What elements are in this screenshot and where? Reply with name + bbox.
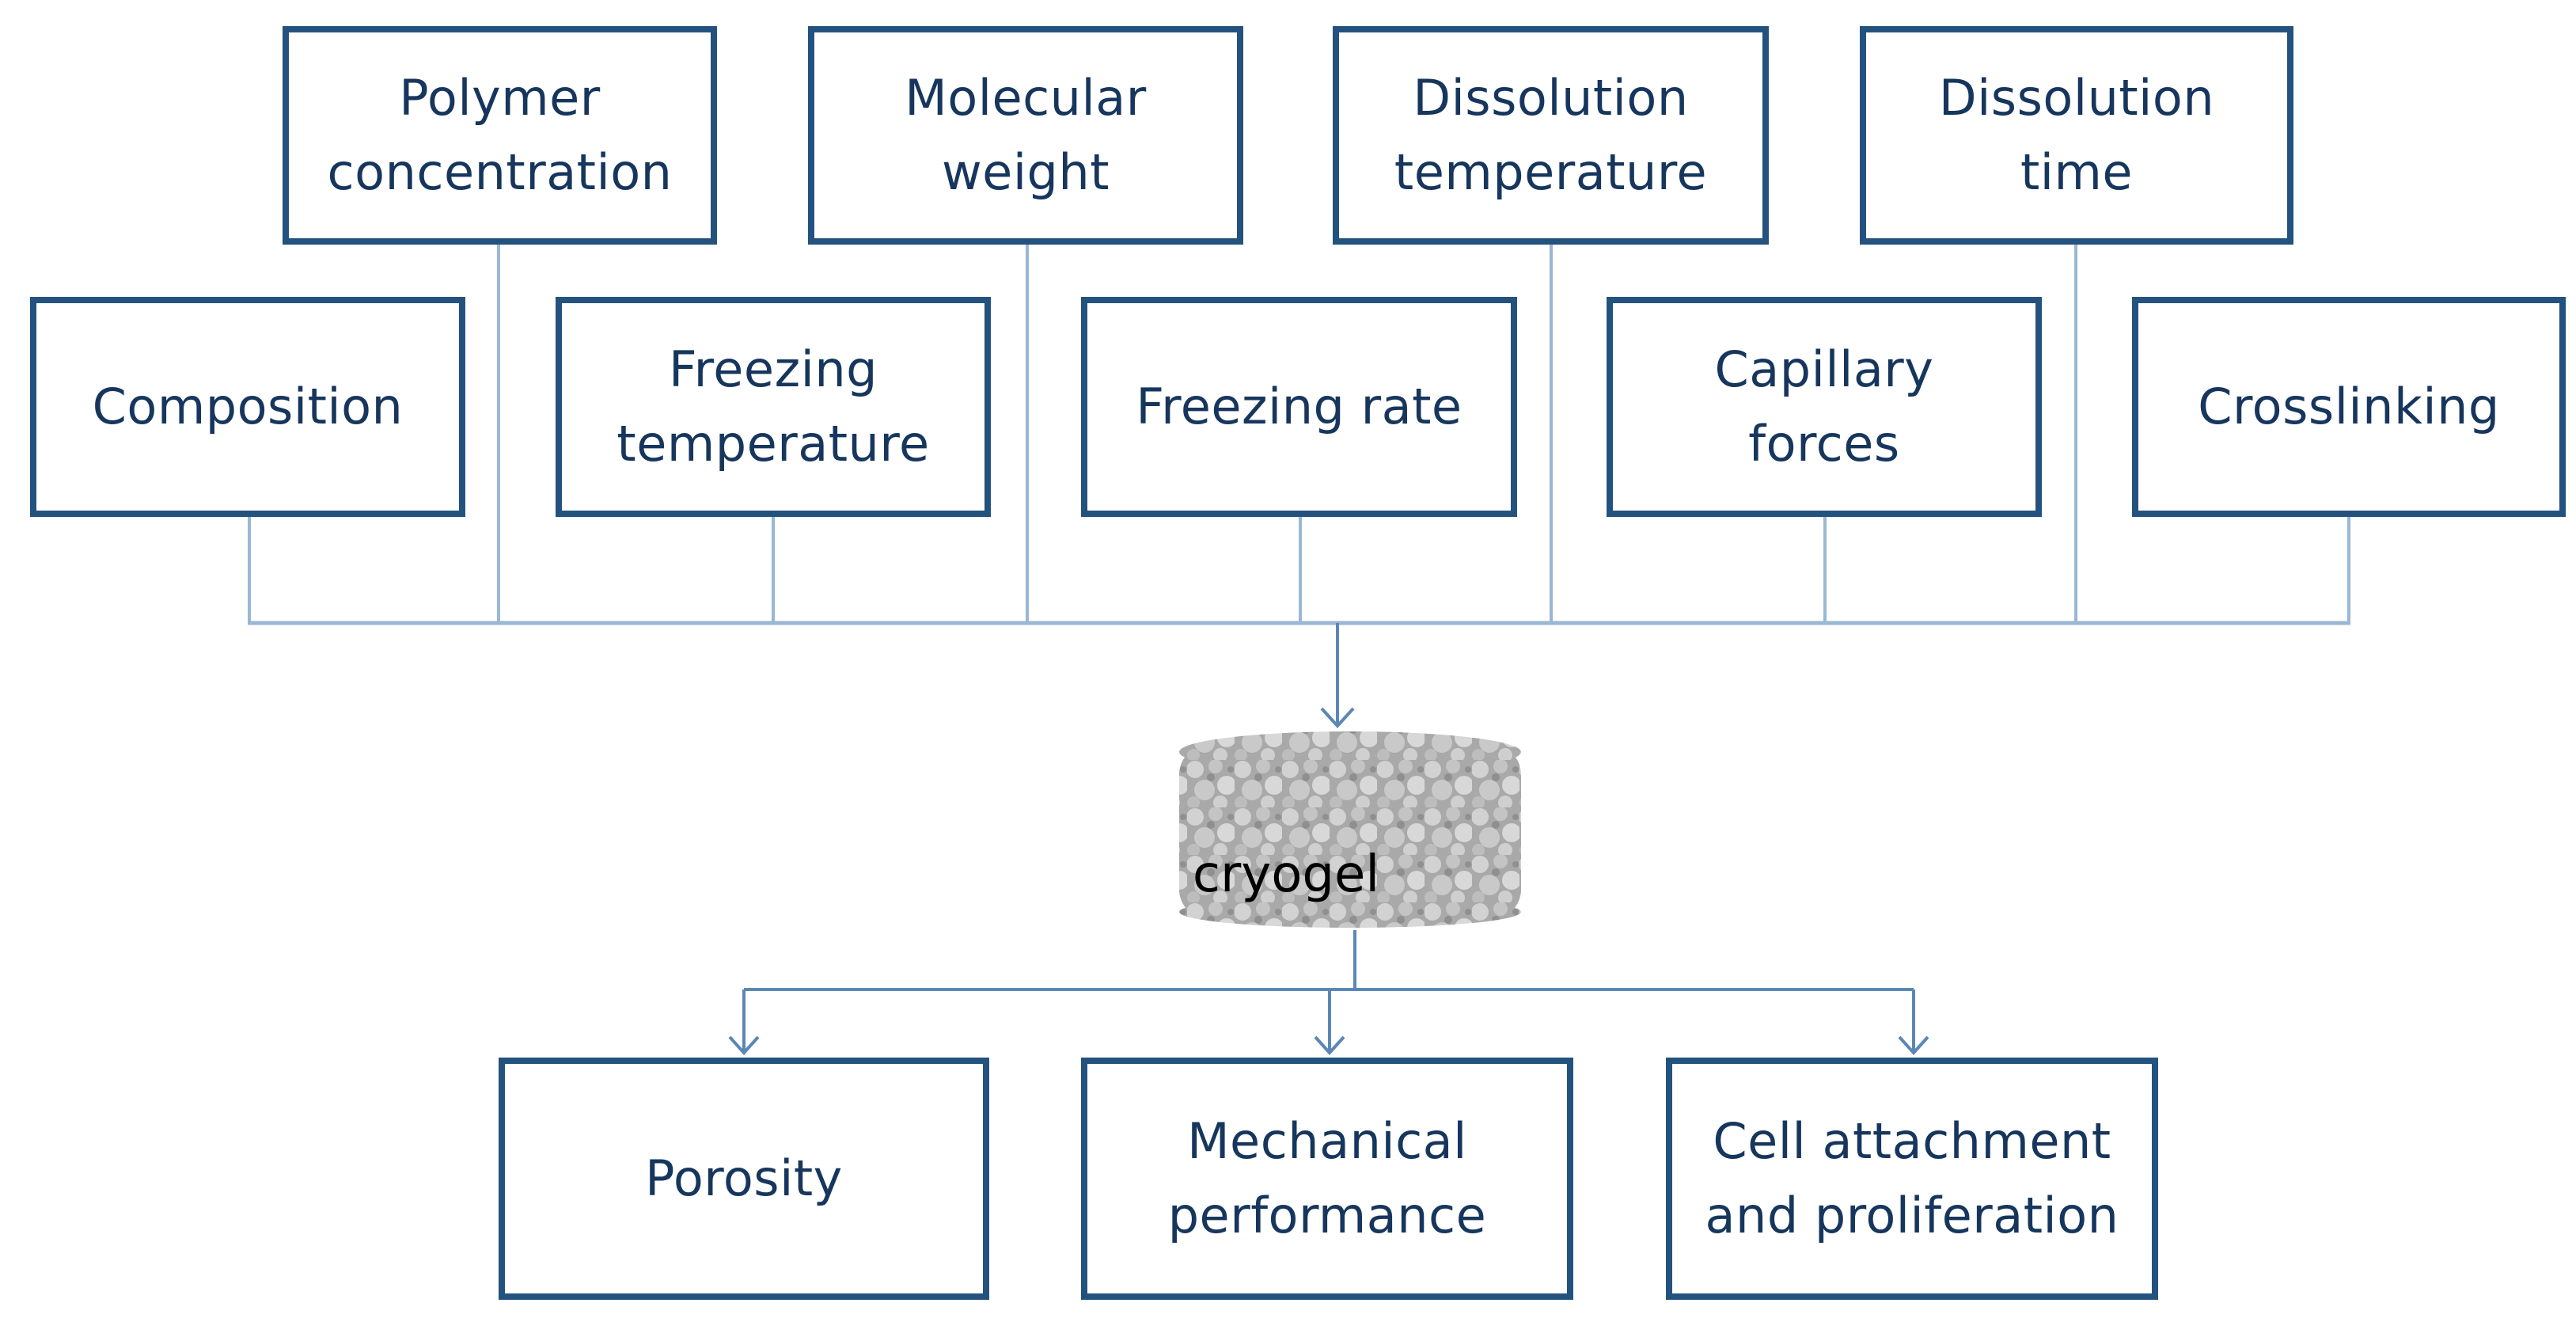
factor-box-freezing-rate: Freezing rate [1081,297,1517,517]
cryogel-image [1179,731,1521,928]
factor-label: Freezing temperature [616,340,930,473]
cryogel-label: cryogel [1192,845,1380,904]
factor-label: Composition [92,378,404,435]
factor-label: Polymer concentration [327,69,673,201]
factor-label: Dissolution time [1938,69,2215,201]
factor-label: Crosslinking [2198,378,2500,435]
factor-label: Dissolution temperature [1394,69,1708,201]
factor-box-crosslinking: Crosslinking [2132,297,2566,517]
second-row-connectors [248,516,2350,623]
factor-box-freezing-temperature: Freezing temperature [556,297,991,517]
outcome-box-cell-attachment: Cell attachment and proliferation [1666,1058,2158,1300]
factor-box-polymer-concentration: Polymer concentration [283,26,717,245]
outcome-box-mechanical-performance: Mechanical performance [1081,1058,1573,1300]
factor-label: Molecular weight [905,69,1147,201]
factor-box-dissolution-temperature: Dissolution temperature [1333,26,1769,245]
outcome-connectors [728,930,1929,1055]
factor-box-dissolution-time: Dissolution time [1860,26,2293,245]
factor-box-composition: Composition [30,297,465,517]
outcome-label: Mechanical performance [1167,1112,1487,1244]
outcome-box-porosity: Porosity [499,1058,989,1300]
factor-label: Capillary forces [1714,340,1934,473]
top-row-connectors [497,244,2077,623]
factor-label: Freezing rate [1136,378,1463,435]
factor-box-capillary-forces: Capillary forces [1607,297,2042,517]
outcome-label: Cell attachment and proliferation [1705,1112,2119,1244]
factor-box-molecular-weight: Molecular weight [808,26,1243,245]
outcome-label: Porosity [645,1149,843,1207]
arrow-to-cryogel [1320,623,1355,728]
